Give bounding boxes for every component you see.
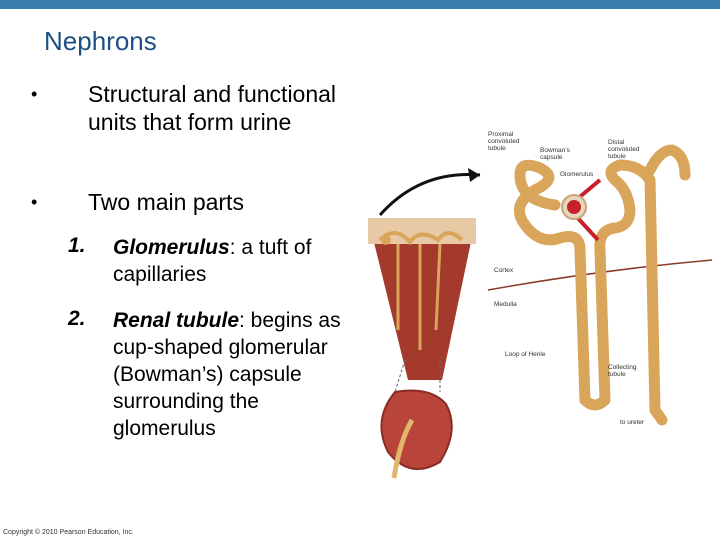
- term-renal-tubule: Renal tubule: [113, 309, 240, 332]
- sub-item-renal-tubule: Renal tubule: begins as cup-shaped glome…: [113, 307, 353, 442]
- sub-item-number: 1.: [68, 234, 86, 257]
- bullet-two-parts: Two main parts: [88, 189, 244, 215]
- label-medulla: Medulla: [494, 301, 517, 308]
- bullet-marker: •: [31, 192, 38, 212]
- glomerulus-capillaries: [567, 200, 581, 214]
- mini-nephron: [378, 231, 464, 246]
- bullet-structural: Structural and functional units that for…: [88, 81, 337, 135]
- term-glomerulus: Glomerulus: [113, 236, 230, 259]
- label-to-ureter: to ureter: [620, 419, 645, 426]
- nephron-tubules: [513, 144, 691, 426]
- label-glomerulus: Glomerulus: [560, 171, 594, 178]
- sub-item-text: : a tuft of capillaries: [113, 236, 312, 286]
- copyright-notice: Copyright © 2010 Pearson Education, Inc.: [3, 529, 134, 536]
- label-loop-of-henle: Loop of Henle: [505, 351, 546, 358]
- ureter: [391, 418, 415, 479]
- sub-item-text: : begins as cup-shaped glomerular (Bowma…: [113, 309, 341, 440]
- sub-item-glomerulus: Glomerulus: a tuft of capillaries: [113, 234, 353, 288]
- renal-pyramid: [368, 218, 476, 380]
- sub-item-number: 2.: [68, 307, 86, 330]
- mini-glomerulus: [381, 235, 391, 245]
- zoom-arrow: [378, 173, 481, 216]
- label-cortex: Cortex: [494, 267, 514, 274]
- kidney: [380, 389, 453, 470]
- bullet-marker: •: [31, 84, 38, 104]
- top-accent-bar: [0, 0, 720, 9]
- arrow-head: [468, 168, 480, 182]
- mini-tubules: [396, 243, 442, 350]
- slide-title: Nephrons: [44, 26, 157, 56]
- zoom-line: [394, 359, 406, 393]
